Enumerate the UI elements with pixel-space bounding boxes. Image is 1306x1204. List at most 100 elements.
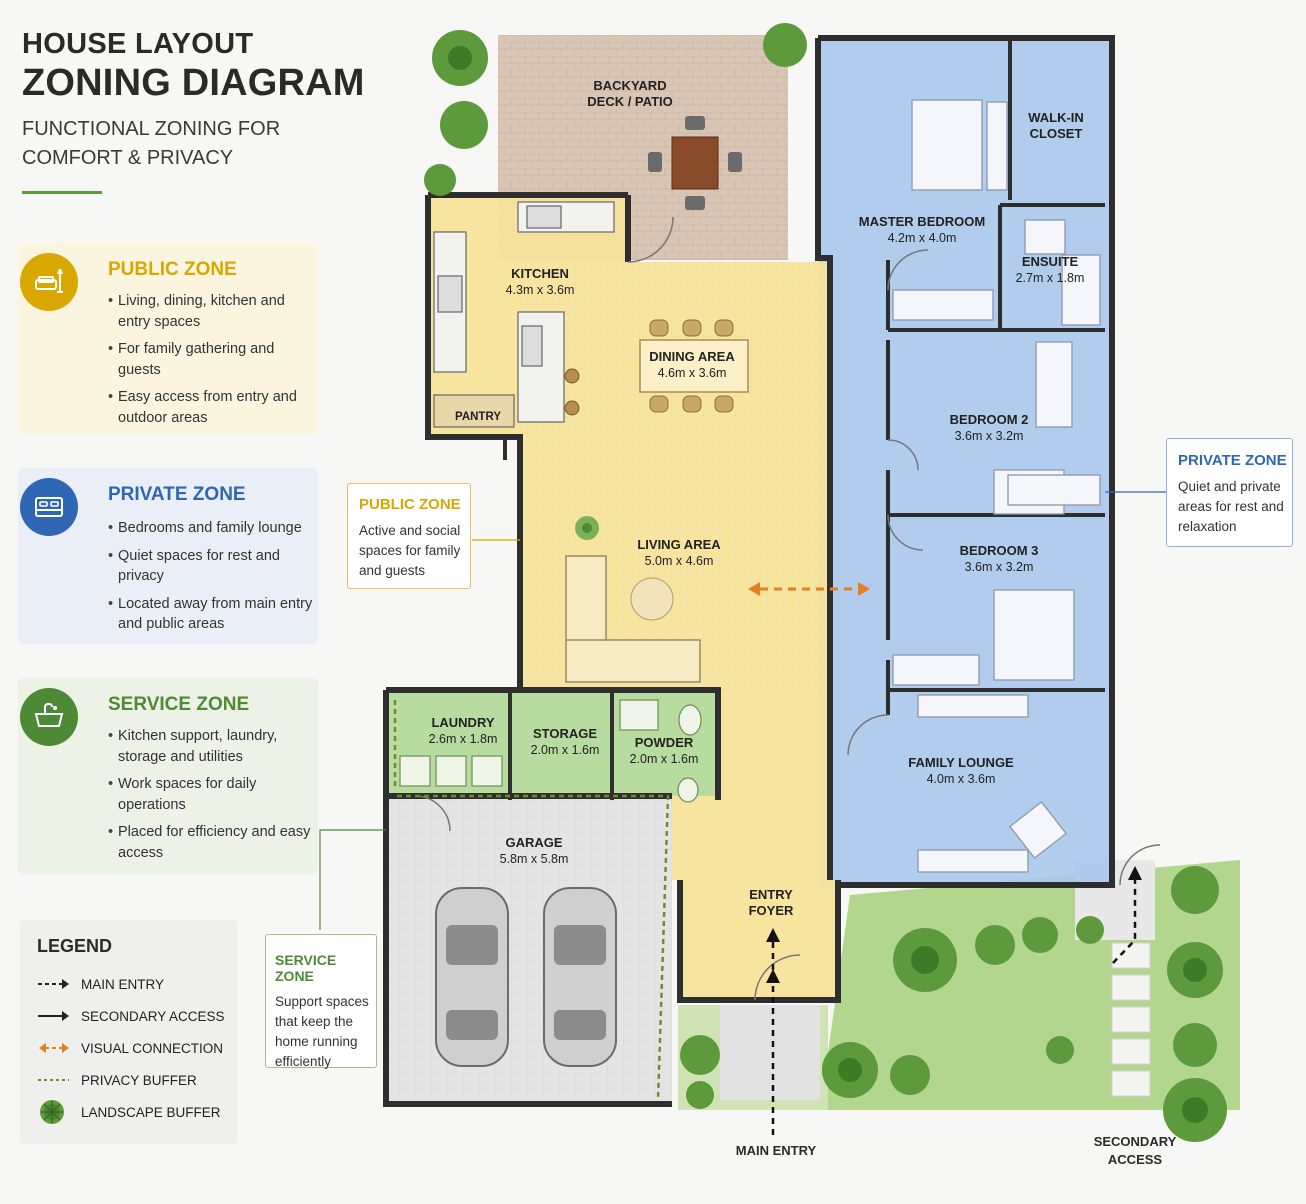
master-bedroom-label: MASTER BEDROOM 4.2m x 4.0m	[859, 214, 985, 246]
orange-double-arrow-icon	[39, 1043, 69, 1053]
legend-item-main-entry: MAIN ENTRY	[37, 974, 237, 996]
patio-table	[648, 116, 742, 210]
room-name: WALK-IN	[1028, 110, 1084, 125]
bedroom-2-label: BEDROOM 2 3.6m x 3.2m	[950, 412, 1029, 444]
callout-title: PRIVATE ZONE	[1178, 452, 1287, 469]
public-zone-callout: PUBLIC ZONE Active and social spaces for…	[347, 483, 471, 589]
subtitle: FUNCTIONAL ZONING FOR COMFORT & PRIVACY	[22, 118, 281, 169]
legend-item-privacy-buffer: PRIVACY BUFFER	[37, 1070, 237, 1092]
bed-2	[1035, 341, 1073, 428]
title-line-2: ZONING DIAGRAM	[22, 62, 365, 104]
room-dimensions: 3.6m x 3.2m	[954, 429, 1024, 443]
room-name: FAMILY LOUNGE	[908, 755, 1014, 770]
secondary-access-arrow	[1112, 866, 1142, 964]
solid-arrow-icon	[38, 1011, 69, 1021]
ensuite-label: ENSUITE 2.7m x 1.8m	[1016, 254, 1085, 286]
room-name: KITCHEN	[511, 266, 569, 281]
garage-label: GARAGE 5.8m x 5.8m	[500, 835, 569, 867]
legend-label: PRIVACY BUFFER	[81, 1073, 197, 1088]
kitchen-fixtures	[433, 201, 615, 428]
room-dimensions: 5.8m x 5.8m	[499, 852, 569, 866]
room-name: POWDER	[634, 735, 694, 750]
legend-title: LEGEND	[37, 936, 113, 956]
sofa-lamp-icon	[20, 253, 78, 311]
room-dimensions: 4.3m x 3.6m	[505, 283, 575, 297]
tree-icon	[40, 1100, 64, 1124]
dining-table	[639, 319, 749, 413]
callout-text: Support spaces that keep the home runnin…	[275, 994, 369, 1069]
room-name: BEDROOM 3	[959, 543, 1039, 558]
room-dimensions: 2.7m x 1.8m	[1015, 271, 1085, 285]
private-zone-item: Quiet spaces for rest and privacy	[108, 546, 318, 587]
plant	[575, 516, 599, 540]
room-name: LIVING AREA	[637, 537, 721, 552]
main-entry-label: MAIN ENTRY	[735, 1143, 817, 1158]
storage-label: STORAGE 2.0m x 1.6m	[531, 726, 600, 758]
room-dimensions: 5.0m x 4.6m	[644, 554, 714, 568]
car-left	[435, 887, 509, 1067]
legend: LEGEND MAIN ENTRY SECONDARY ACCESS VISUA…	[20, 920, 237, 1144]
main-entry-arrow	[766, 928, 780, 1135]
room-name-2: FOYER	[748, 903, 794, 918]
living-label: LIVING AREA 5.0m x 4.6m	[637, 537, 720, 569]
legend-label: VISUAL CONNECTION	[81, 1041, 224, 1056]
service-zone-item: Kitchen support, laundry, storage and ut…	[108, 726, 318, 767]
bed-3	[993, 589, 1075, 681]
callout-text: Active and social spaces for family and …	[359, 523, 461, 578]
private-zone-item: Bedrooms and family lounge	[108, 518, 318, 539]
private-zone-title: PRIVATE ZONE	[108, 484, 246, 505]
public-zone-item: Living, dining, kitchen and entry spaces	[108, 291, 318, 332]
service-zone-item: Placed for efficiency and easy access	[108, 822, 318, 863]
visual-connection-arrow	[748, 582, 870, 596]
room-name: MASTER BEDROOM	[858, 214, 986, 229]
room-dimensions: 2.0m x 1.6m	[629, 752, 699, 766]
room-dimensions: 4.6m x 3.6m	[657, 366, 727, 380]
callout-title: PUBLIC ZONE	[359, 496, 461, 513]
title-rule	[22, 191, 102, 194]
room-name: STORAGE	[532, 726, 598, 741]
bed-icon	[20, 478, 78, 536]
kitchen-label: KITCHEN 4.3m x 3.6m	[506, 266, 575, 298]
private-zone-item: Located away from main entry and public …	[108, 594, 318, 635]
master-bed	[911, 99, 983, 191]
legend-item-secondary-access: SECONDARY ACCESS	[37, 1006, 237, 1028]
privacy-buffer	[393, 700, 670, 1101]
legend-label: MAIN ENTRY	[81, 977, 165, 992]
callout-title: SERVICE ZONE	[275, 952, 337, 984]
service-zone-item: Work spaces for daily operations	[108, 774, 318, 815]
public-zone-title: PUBLIC ZONE	[108, 259, 237, 280]
powder-label: POWDER 2.0m x 1.6m	[630, 735, 699, 767]
title-line-1: HOUSE LAYOUT	[22, 28, 254, 60]
pantry-label: PANTRY	[455, 411, 501, 423]
legend-label: SECONDARY ACCESS	[81, 1009, 225, 1024]
private-zone-callout: PRIVATE ZONE Quiet and private areas for…	[1166, 438, 1293, 547]
living-sofa	[565, 555, 701, 683]
room-dimensions: 4.2m x 4.0m	[887, 231, 957, 245]
room-dimensions: 2.6m x 1.8m	[428, 732, 498, 746]
coffee-table	[630, 577, 674, 621]
service-zone-callout: SERVICE ZONE Support spaces that keep th…	[265, 934, 377, 1069]
room-dimensions: 2.0m x 1.6m	[530, 743, 600, 757]
laundry-fixtures	[399, 699, 702, 803]
car-right	[543, 887, 617, 1067]
green-dashed-line-icon	[38, 1079, 69, 1081]
room-name-2: CLOSET	[1029, 126, 1083, 141]
room-name: LAUNDRY	[431, 715, 495, 730]
sink-icon	[20, 688, 78, 746]
dashed-arrow-icon	[38, 979, 69, 989]
public-zone-item: For family gathering and guests	[108, 339, 318, 380]
legend-item-visual-connection: VISUAL CONNECTION	[37, 1038, 237, 1060]
service-zone-title: SERVICE ZONE	[108, 694, 250, 715]
room-name: BEDROOM 2	[949, 412, 1029, 427]
stepping-stones	[1111, 942, 1151, 1097]
landscape-trees	[424, 23, 1227, 1142]
room-name: GARAGE	[505, 835, 563, 850]
room-name: ENSUITE	[1021, 254, 1079, 269]
